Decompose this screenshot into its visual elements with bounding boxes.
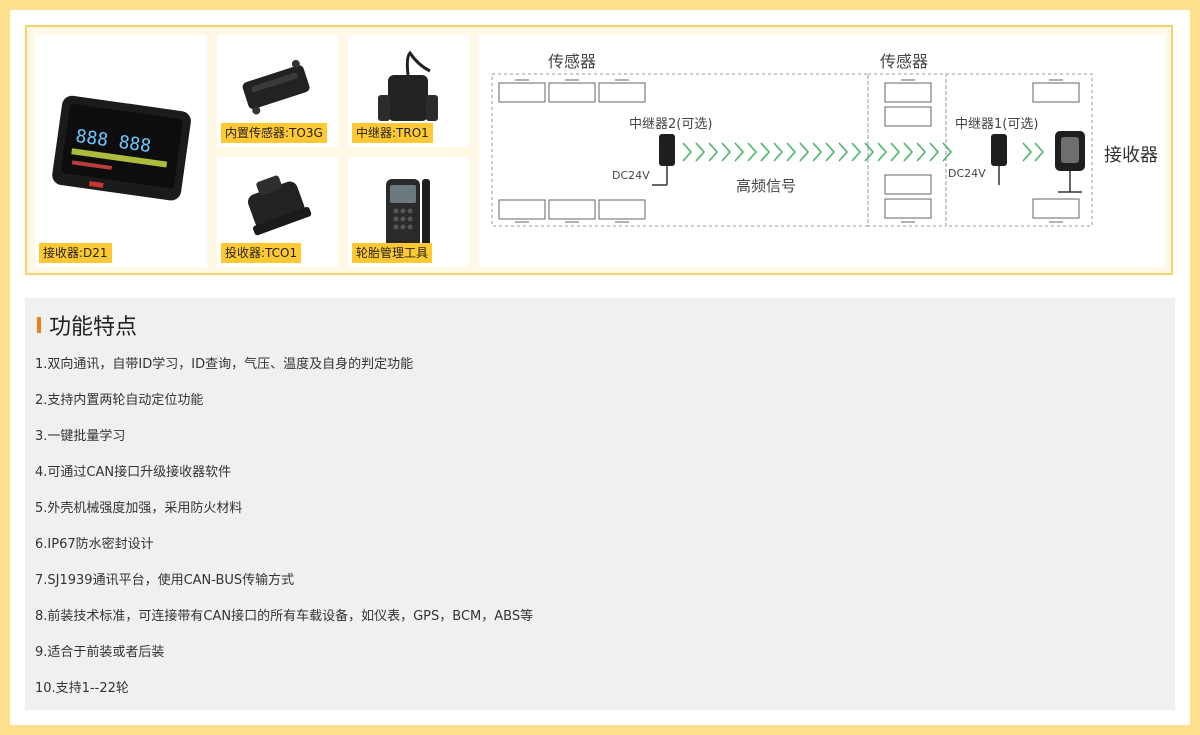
product-label: 中继器:TRO1 [352,123,433,143]
product-label: 接收器:D21 [39,243,112,263]
product-card-tco1[interactable]: 投收器:TCO1 [217,157,338,267]
signal-label: 高频信号 [736,177,796,195]
repeater2-device-icon [659,134,675,166]
feature-item: 8.前装技术标准，可连接带有CAN接口的所有车载设备，如仪表，GPS，BCM，A… [35,609,534,624]
repeater1-device-icon [991,134,1007,166]
feature-item: 5.外壳机械强度加强，采用防火材料 [35,501,243,516]
sensor-zone-right [945,73,1093,227]
feature-item: 3.一键批量学习 [35,429,126,444]
sensor-zone-left [491,73,869,227]
product-card-receiver-d21[interactable]: 888 888 接收器:D21 [35,35,207,267]
tire-sensors-mid [884,79,932,223]
feature-item: 10.支持1--22轮 [35,681,129,696]
features-heading: 功能特点 [37,310,137,340]
system-diagram: 传感器 传感器 中继器2(可选) [479,35,1165,267]
handheld-tool-image [386,179,430,249]
product-card-sensor-to3g[interactable]: 内置传感器:TO3G [217,35,338,147]
product-label: 投收器:TCO1 [221,243,302,263]
feature-item: 2.支持内置两轮自动定位功能 [35,393,204,408]
product-card-repeater-tro1[interactable]: 中继器:TRO1 [348,35,469,147]
feature-list: 1.双向通讯，自带ID学习，ID查询，气压、温度及自身的判定功能 2.支持内置两… [35,350,533,710]
tco1-image [247,175,312,236]
sensor-group-label-left: 传感器 [548,52,596,71]
signal-chevrons-icon [682,142,1045,162]
receiver-label: 接收器 [1104,145,1158,166]
repeater1-label: 中继器1(可选) [955,117,1038,132]
features-title: 功能特点 [49,315,138,340]
internal-sensor-image [242,59,310,115]
feature-item: 1.双向通讯，自带ID学习，ID查询，气压、温度及自身的判定功能 [35,357,414,372]
feature-item: 7.SJ1939通讯平台，使用CAN-BUS传输方式 [35,573,295,588]
power-label-right: DC24V [948,167,986,180]
tire-sensors-right [1032,79,1080,223]
sensor-group-label-right: 传感器 [880,52,928,71]
title-accent-bar [37,317,41,333]
features-panel: 功能特点 1.双向通讯，自带ID学习，ID查询，气压、温度及自身的判定功能 2.… [25,298,1175,710]
product-label: 轮胎管理工具 [352,243,433,263]
repeater2-label: 中继器2(可选) [629,117,712,132]
feature-item: 6.IP67防水密封设计 [35,537,154,552]
feature-item: 9.适合于前装或者后装 [35,645,165,660]
product-card-tire-tool[interactable]: 轮胎管理工具 [348,157,469,267]
power-label-left: DC24V [612,169,650,182]
repeater-image [378,50,438,121]
tire-sensors-left [498,79,646,223]
product-label: 内置传感器:TO3G [221,123,327,143]
sensor-zone-mid [867,73,947,227]
feature-item: 4.可通过CAN接口升级接收器软件 [35,465,232,480]
receiver-display-image: 888 888 [52,95,191,201]
